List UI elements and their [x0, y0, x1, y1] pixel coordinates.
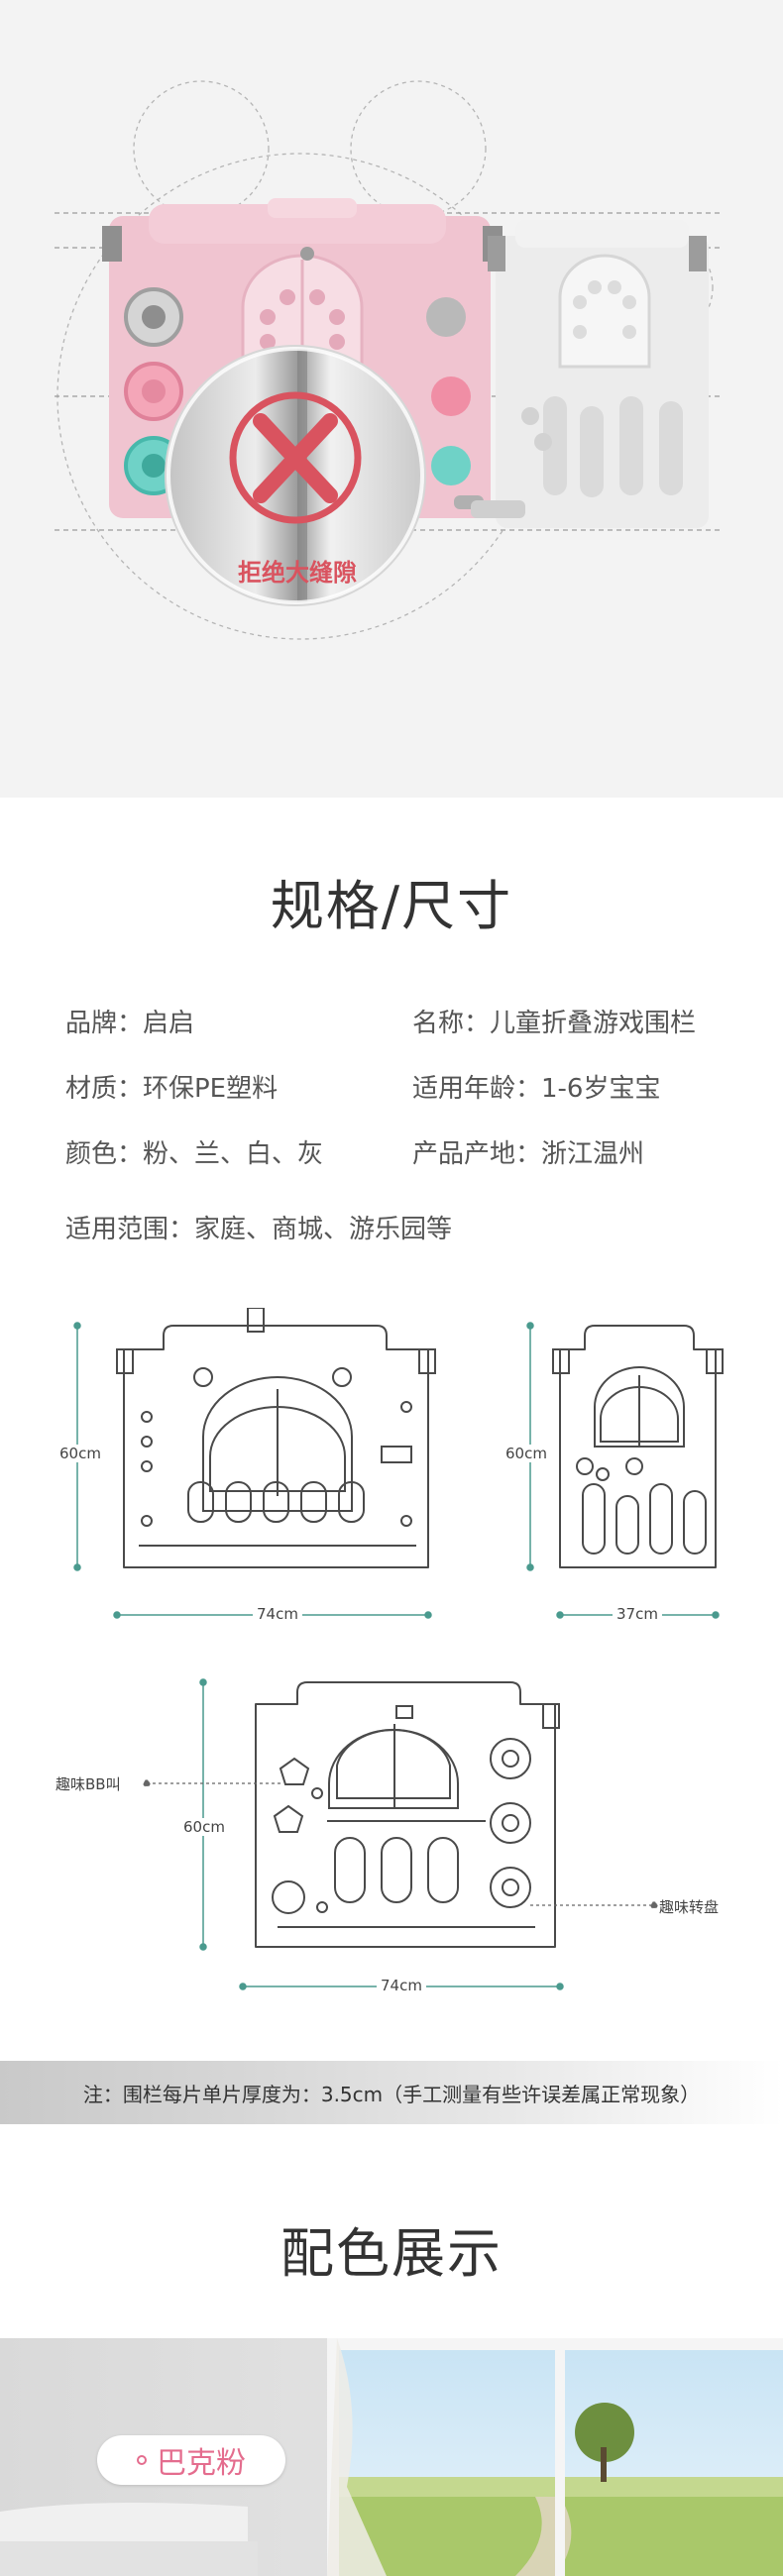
panel1-outline [116, 1325, 436, 1568]
spec-name: 名称：儿童折叠游戏围栏 [412, 1009, 697, 1038]
x-mark-icon [253, 413, 338, 503]
spec-material: 材质：环保PE塑料 [65, 1074, 279, 1104]
spec-origin: 产品产地：浙江温州 [412, 1139, 645, 1169]
no-sign-icon [229, 391, 362, 524]
thickness-note-banner: 注：围栏每片单片厚度为：3.5cm（手工测量有些许误差属正常现象） [0, 2061, 783, 2124]
gap-comparison-illustration [55, 80, 724, 640]
callout-leaders [143, 1779, 658, 1909]
spec-brand: 品牌：启启 [65, 1009, 195, 1038]
panel3-height-label: 60cm [181, 1818, 227, 1836]
callout-turntable: 趣味转盘 [659, 1898, 720, 1916]
dimension-lines [73, 1322, 720, 1990]
colors-title: 配色展示 [280, 2222, 503, 2285]
hero-image-section: 拒绝大缝隙 [0, 0, 783, 798]
thickness-note-text: 注：围栏每片单片厚度为：3.5cm（手工测量有些许误差属正常现象） [82, 2082, 701, 2106]
circle-dot-icon [137, 2455, 147, 2465]
panel3-outline [247, 1308, 560, 1948]
spec-age: 适用年龄：1-6岁宝宝 [412, 1074, 661, 1104]
spec-usage: 适用范围：家庭、商城、游乐园等 [65, 1215, 453, 1244]
white-fence-panel [471, 220, 709, 528]
callout-bb-squeaker: 趣味BB叫 [56, 1775, 121, 1793]
color-swatch-label: 巴克粉 [157, 2446, 246, 2481]
gear-icons [124, 287, 183, 495]
spec-color: 颜色：粉、兰、白、灰 [65, 1139, 324, 1169]
panel2-outline [552, 1325, 724, 1568]
magnified-gap-lens [165, 345, 426, 606]
panel3-width-label: 74cm [377, 1977, 426, 1994]
panel2-height-label: 60cm [503, 1445, 549, 1462]
panel1-height-label: 60cm [57, 1445, 103, 1462]
seal-caption: 拒绝大缝隙 [238, 559, 357, 587]
spec-title: 规格/尺寸 [270, 875, 513, 937]
panel1-width-label: 74cm [253, 1605, 302, 1623]
panel2-width-label: 37cm [613, 1605, 662, 1623]
color-swatch-tag[interactable]: 巴克粉 [97, 2435, 285, 2485]
